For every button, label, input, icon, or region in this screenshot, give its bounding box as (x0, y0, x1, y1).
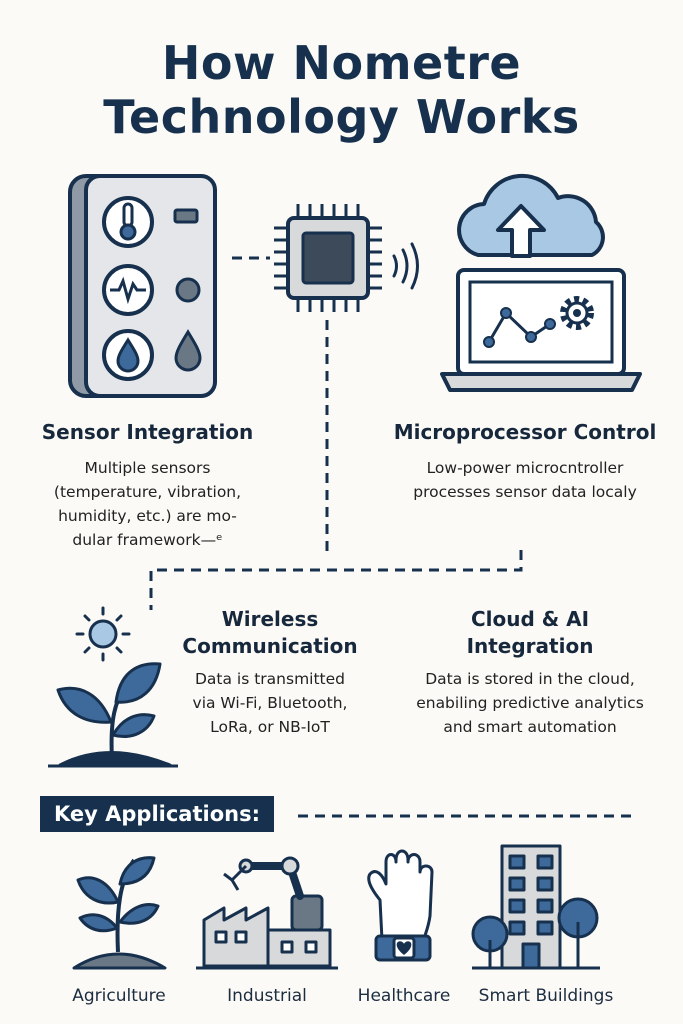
wireless-text-line: via Wi-Fi, Bluetooth, (192, 694, 348, 712)
building-trees-icon (471, 844, 600, 970)
page-title-line-2: Technology Works (103, 90, 580, 144)
plant-icon (48, 662, 178, 768)
app-label-industrial: Industrial (227, 986, 307, 1006)
agriculture-plant-icon (72, 856, 167, 970)
sensor-text-line: dular framework—ᵉ (72, 531, 223, 549)
cloud-ai-text: Data is stored in the cloud, enabiling p… (385, 667, 675, 739)
sensor-integration-heading: Sensor Integration (41, 420, 254, 444)
wireless-text-line: LoRa, or NB-IoT (210, 718, 330, 736)
cloud-upload-icon (457, 173, 605, 258)
droplet-icon (102, 329, 154, 381)
wireless-heading-line: Communication (182, 634, 358, 658)
gear-icon (560, 296, 594, 330)
cloud-ai-heading: Cloud & AI Integration (385, 606, 675, 660)
flow-connectors (149, 256, 634, 818)
sun-icon (75, 606, 131, 662)
heartbeat-icon (102, 264, 154, 316)
page-title-line-1: How Nometre (161, 36, 522, 90)
microchip-icon (274, 204, 382, 312)
microprocessor-control-text: Low-power microcntroller processes senso… (370, 456, 680, 504)
app-label-smart-buildings: Smart Buildings (478, 986, 614, 1006)
factory-robot-arm-icon (196, 856, 338, 970)
laptop-chart-icon (440, 268, 642, 392)
sensor-text-line: (temperature, vibration, (53, 483, 242, 501)
cloud-heading-line: Integration (466, 634, 594, 658)
sensor-text-line: Multiple sensors (84, 459, 211, 477)
wireless-communication-text: Data is transmitted via Wi-Fi, Bluetooth… (170, 667, 370, 739)
micro-text-line: processes sensor data localy (413, 483, 637, 501)
wireless-communication-heading: Wireless Communication (170, 606, 370, 660)
micro-text-line: Low-power microcntroller (426, 459, 624, 477)
cloud-heading-line: Cloud & AI (470, 607, 590, 631)
app-label-healthcare: Healthcare (357, 986, 451, 1006)
cloud-text-line: and smart automation (443, 718, 617, 736)
thermometer-icon (102, 196, 154, 248)
cloud-text-line: Data is stored in the cloud, (425, 670, 635, 688)
key-applications-banner: Key Applications: (40, 796, 274, 832)
microprocessor-control-heading: Microprocessor Control (393, 420, 657, 444)
hand-wristband-icon (367, 849, 434, 962)
sensor-integration-text: Multiple sensors (temperature, vibration… (20, 456, 275, 552)
sensor-text-line: humidity, etc.) are mo- (58, 507, 237, 525)
wireless-heading-line: Wireless (221, 607, 319, 631)
cloud-text-line: enabiling predictive analytics (416, 694, 644, 712)
app-label-agriculture: Agriculture (72, 986, 166, 1006)
wireless-signal-icon (392, 242, 419, 290)
wireless-text-line: Data is transmitted (194, 670, 346, 688)
